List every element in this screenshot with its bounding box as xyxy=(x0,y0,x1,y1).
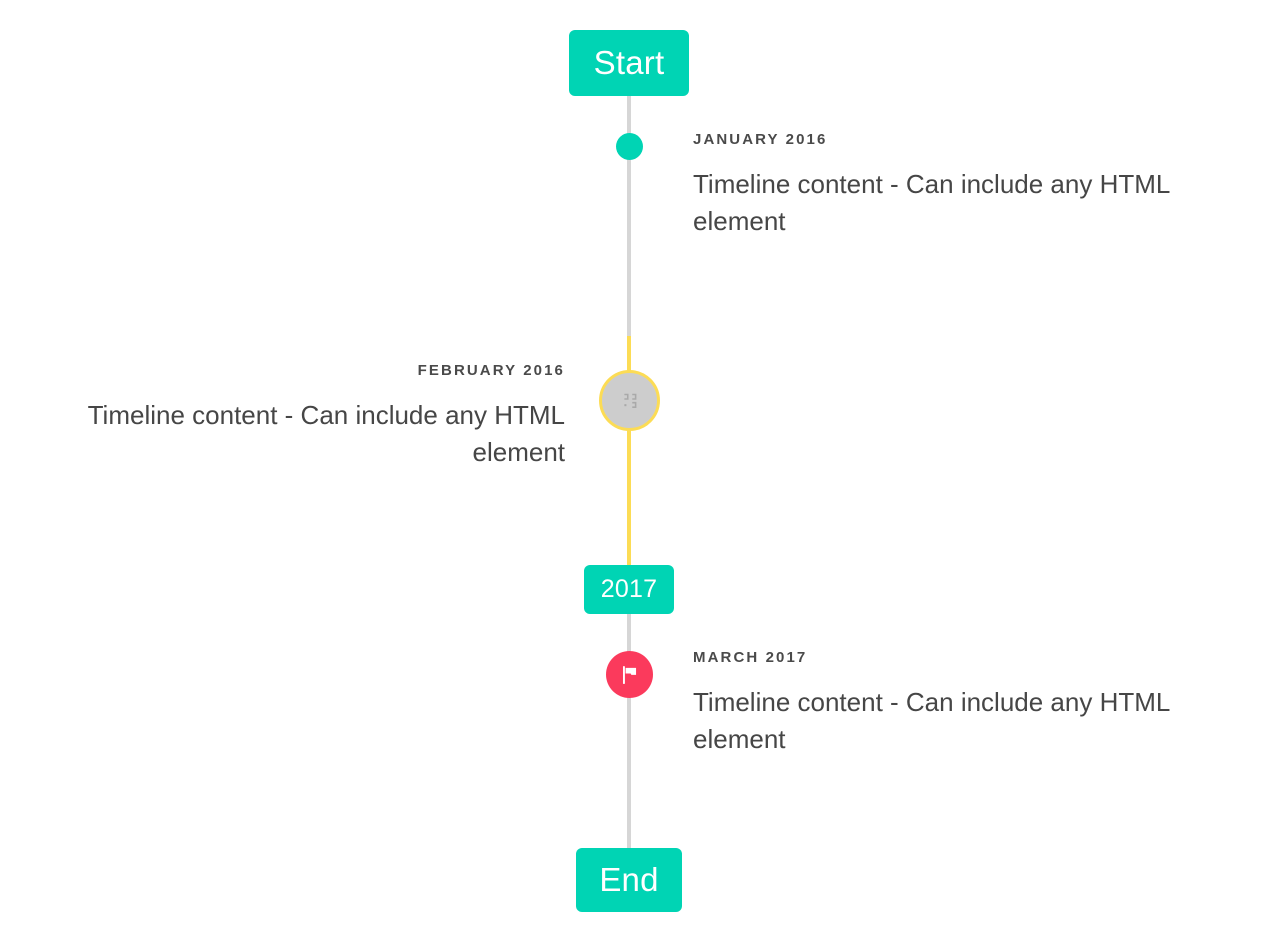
timeline-end-badge[interactable]: End xyxy=(576,848,682,912)
timeline-entry-body: Timeline content - Can include any HTML … xyxy=(693,687,1170,754)
flag-glyph xyxy=(622,665,636,684)
broken-image-icon[interactable] xyxy=(599,370,660,431)
timeline-entry-january: January 2016 Timeline content - Can incl… xyxy=(693,131,1223,240)
timeline-spine-top xyxy=(627,96,631,336)
broken-image-glyph xyxy=(623,393,636,408)
timeline-spine-highlight xyxy=(627,336,631,566)
timeline-entry-date: February 2016 xyxy=(417,362,565,379)
dot-icon[interactable] xyxy=(616,133,643,160)
timeline-entry-body: Timeline content - Can include any HTML … xyxy=(87,400,565,467)
timeline-entry-date: January 2016 xyxy=(693,131,828,148)
timeline-entry-march: March 2017 Timeline content - Can includ… xyxy=(693,649,1223,758)
timeline-entry-date: March 2017 xyxy=(693,649,808,666)
timeline-entry-body: Timeline content - Can include any HTML … xyxy=(693,169,1170,236)
timeline-start-badge[interactable]: Start xyxy=(569,30,689,96)
timeline-entry-february: February 2016 Timeline content - Can inc… xyxy=(40,362,565,471)
flag-icon[interactable] xyxy=(606,651,653,698)
timeline-spine-bottom xyxy=(627,614,631,850)
timeline-year-divider[interactable]: 2017 xyxy=(584,565,674,614)
